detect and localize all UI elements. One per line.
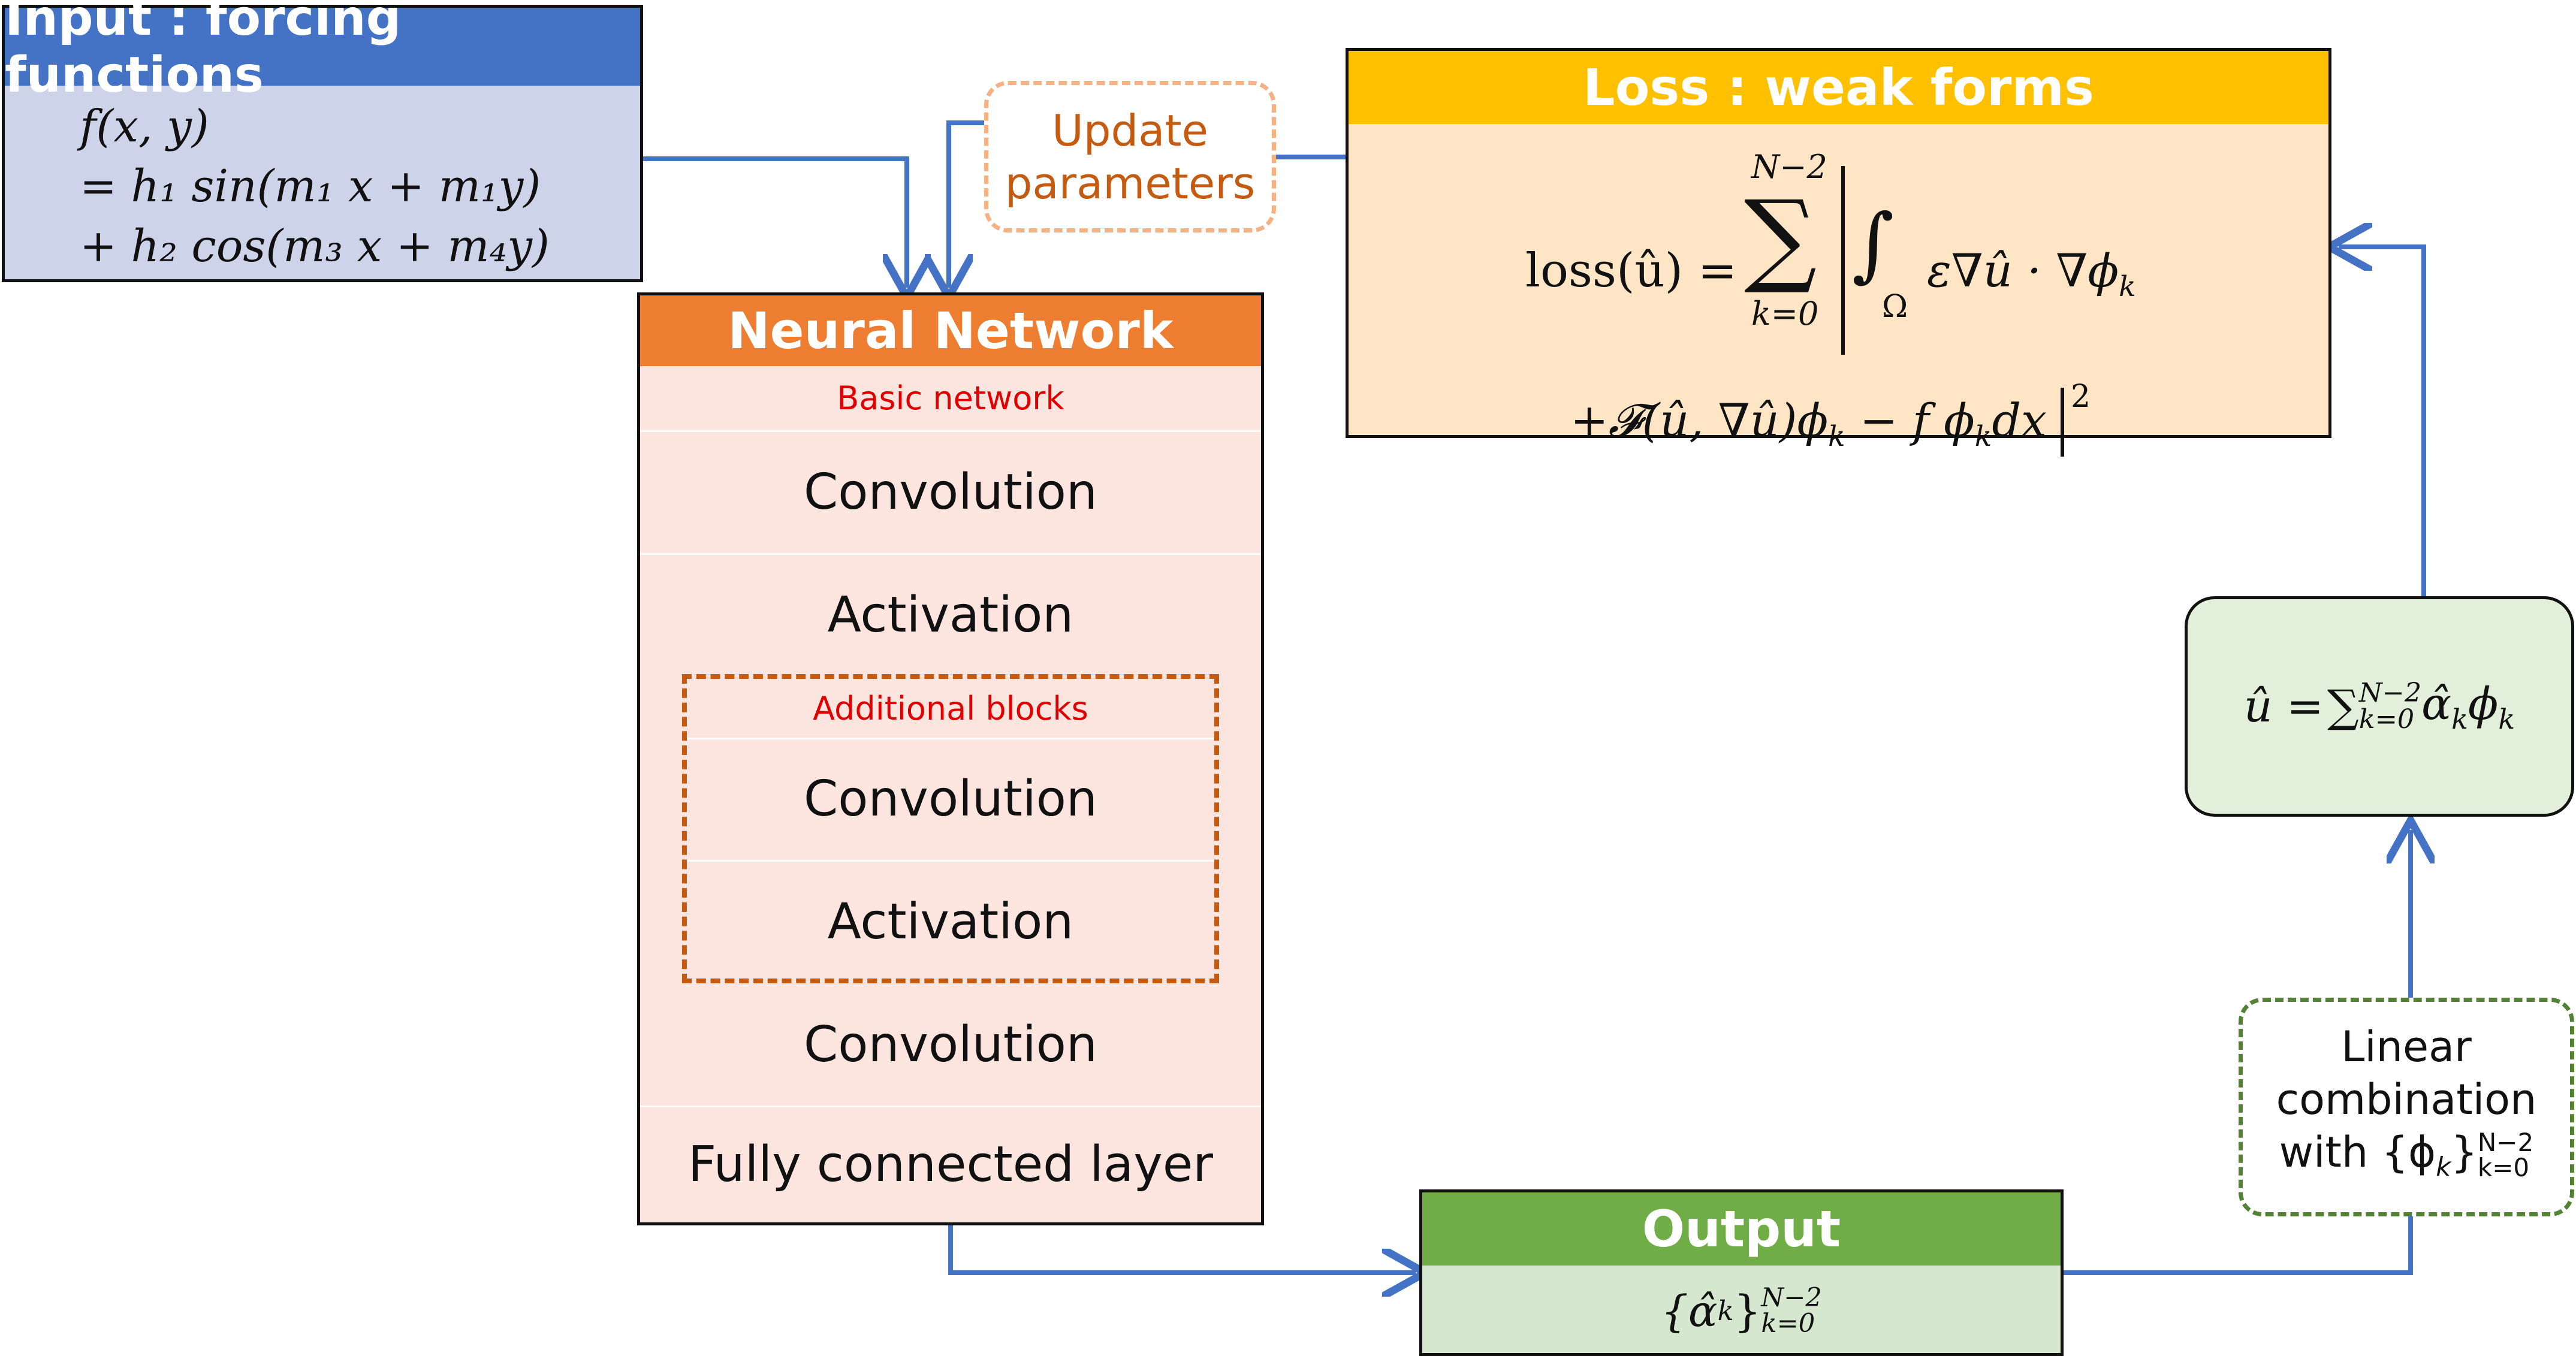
loss-lhs: loss(û) =	[1525, 244, 1738, 298]
neural-network-header: Neural Network	[640, 295, 1261, 366]
input-title: Input : forcing functions	[5, 0, 402, 104]
loss-abs-bar-right	[2061, 388, 2064, 457]
separator	[640, 430, 1261, 432]
additional-blocks-label: Additional blocks	[813, 690, 1088, 727]
separator	[687, 738, 1214, 739]
linear-label-line2: combination	[2276, 1075, 2537, 1124]
arrow-combo-to-loss	[2339, 247, 2426, 596]
input-formula: f(x, y) = h₁ sin(m₁ x + m₁y) + h₂ cos(m₃…	[80, 96, 550, 276]
neural-network-box: Neural Network Basic network Convolution…	[637, 292, 1264, 1225]
loss-line2: +𝓕(û, ∇û)ϕk − f ϕkdx	[1570, 394, 2047, 454]
layer-convolution-1: Convolution	[804, 463, 1097, 521]
line-output-to-linear	[2062, 1216, 2413, 1275]
loss-sum-bottom: k=0	[1751, 295, 1819, 333]
loss-sum-symbol: ∑	[1744, 179, 1817, 297]
update-label-line1: Update	[1052, 105, 1208, 156]
arrow-network-to-output	[948, 1225, 1416, 1273]
layer-activation-1: Activation	[827, 586, 1074, 644]
layer-activation-2: Activation	[827, 893, 1074, 950]
loss-box: Loss : weak forms loss(û) = N−2 ∑ k=0 ∫ …	[1346, 48, 2331, 457]
separator	[640, 1106, 1261, 1107]
input-formula-line3: + h₂ cos(m₃ x + m₄y)	[80, 221, 550, 272]
loss-integral-sub: Ω	[1882, 289, 1908, 325]
separator	[687, 860, 1214, 862]
combination-term: α̂kϕk	[2421, 678, 2515, 735]
layer-fully-connected: Fully connected layer	[688, 1135, 1213, 1193]
neural-network-title: Neural Network	[728, 301, 1174, 360]
update-parameters-box: Update parameters	[984, 81, 1276, 232]
combination-lhs: û =	[2243, 681, 2324, 732]
input-header: Input : forcing functions	[5, 0, 640, 104]
loss-title: Loss : weak forms	[1583, 58, 2094, 117]
input-box: Input : forcing functions f(x, y) = h₁ s…	[2, 0, 643, 282]
separator	[640, 553, 1261, 555]
update-label-line2: parameters	[1005, 158, 1256, 209]
loss-integrand: ε∇û · ∇ϕk	[1927, 244, 2136, 304]
combination-sum-limits: N−2 k=0	[2358, 677, 2422, 735]
output-title: Output	[1642, 1200, 1841, 1258]
combination-sum: ∑	[2327, 681, 2359, 732]
linear-label-line1: Linear	[2341, 1022, 2472, 1071]
layer-convolution-3: Convolution	[804, 1016, 1097, 1073]
loss-abs-bar-left	[1841, 166, 1845, 355]
loss-power: 2	[2071, 379, 2091, 415]
loss-formula: loss(û) = N−2 ∑ k=0 ∫ Ω ε∇û · ∇ϕk +𝓕(û, …	[1349, 124, 2328, 457]
loss-sum-top: N−2	[1751, 148, 1827, 186]
basic-network-label: Basic network	[837, 379, 1064, 417]
arrow-input-to-network	[643, 156, 907, 288]
output-header: Output	[1422, 1192, 2061, 1266]
loss-integral: ∫	[1852, 197, 1895, 291]
additional-blocks-group: Additional blocks Convolution Activation	[682, 674, 1219, 983]
input-formula-line2: = h₁ sin(m₁ x + m₁y)	[80, 161, 541, 212]
input-formula-line1: f(x, y)	[80, 101, 209, 152]
layer-convolution-2: Convolution	[804, 770, 1097, 828]
combination-result-box: û = ∑ N−2 k=0 α̂kϕk	[2185, 596, 2574, 817]
arrow-update-to-network	[949, 120, 984, 288]
loss-header: Loss : weak forms	[1349, 51, 2328, 124]
